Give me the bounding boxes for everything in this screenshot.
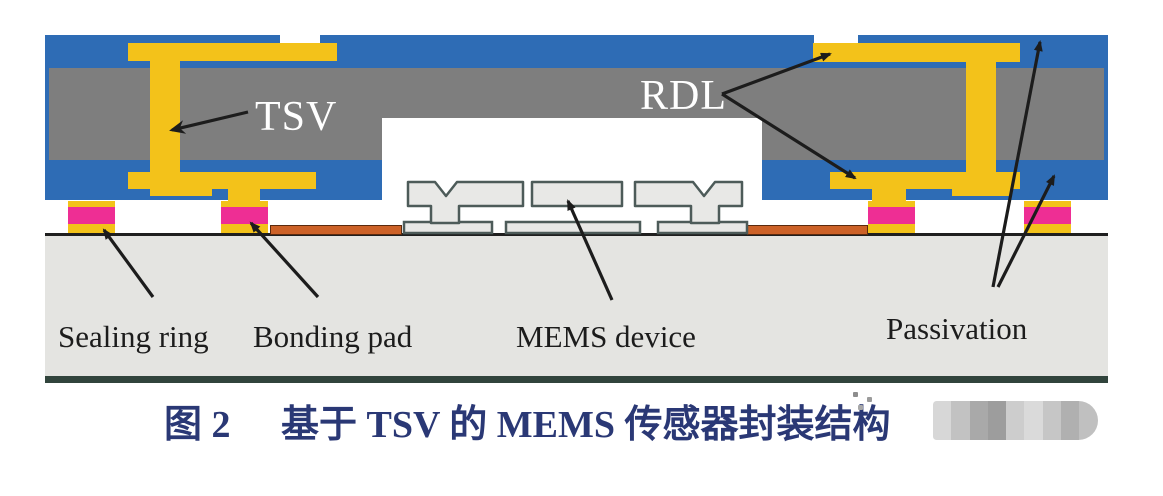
tsv-bottom-flange-left <box>150 172 212 196</box>
mems-base-middle <box>504 220 642 235</box>
tsv-via-left <box>150 60 180 174</box>
sealing-ring-right-pad-bottom <box>1024 224 1071 233</box>
sealing-ring-right <box>1024 207 1071 224</box>
bump-stub-left <box>228 188 260 202</box>
mems-device-label: MEMS device <box>516 319 696 354</box>
mems-base-left <box>402 220 494 235</box>
bonding-pad-label: Bonding pad <box>253 319 413 354</box>
bonding-stack-left <box>221 207 268 224</box>
bump-stub-right <box>872 188 906 202</box>
package-cavity <box>382 118 762 200</box>
mems-base-right <box>656 220 749 235</box>
watermark-specks <box>853 392 858 397</box>
rdl-trace-top-right <box>813 43 1020 62</box>
tsv-via-right <box>966 60 996 174</box>
bonding-pad-right <box>868 224 915 233</box>
passivation-opening-left <box>280 35 320 44</box>
sealing-ring-left-pad-top <box>68 201 115 207</box>
tsv-label: TSV <box>255 94 338 140</box>
rdl-trace-top-left <box>128 43 337 61</box>
bonding-stack-left-pad-top <box>221 201 268 207</box>
passivation-opening-right <box>814 35 858 44</box>
caption-text: 基于 TSV 的 MEMS 传感器封装结构 <box>281 404 891 446</box>
bonding-stack-right-pad-top <box>868 201 915 207</box>
sealing-ring-label: Sealing ring <box>58 319 209 354</box>
mems-base-electrodes <box>402 220 749 235</box>
substrate-layer <box>45 233 1108 383</box>
rdl-label: RDL <box>640 73 727 119</box>
bond-trace-right <box>747 225 868 235</box>
bond-trace-left <box>270 225 402 235</box>
sealing-ring-left <box>68 207 115 224</box>
bonding-stack-right <box>868 207 915 224</box>
passivation-label: Passivation <box>886 311 1028 346</box>
caption-number: 图 2 <box>164 404 231 446</box>
tsv-bottom-flange-right <box>952 172 1012 196</box>
watermark-pixelated-block <box>933 401 1098 440</box>
sealing-ring-left-pad-bottom <box>68 224 115 233</box>
bonding-pad-left <box>221 224 268 233</box>
